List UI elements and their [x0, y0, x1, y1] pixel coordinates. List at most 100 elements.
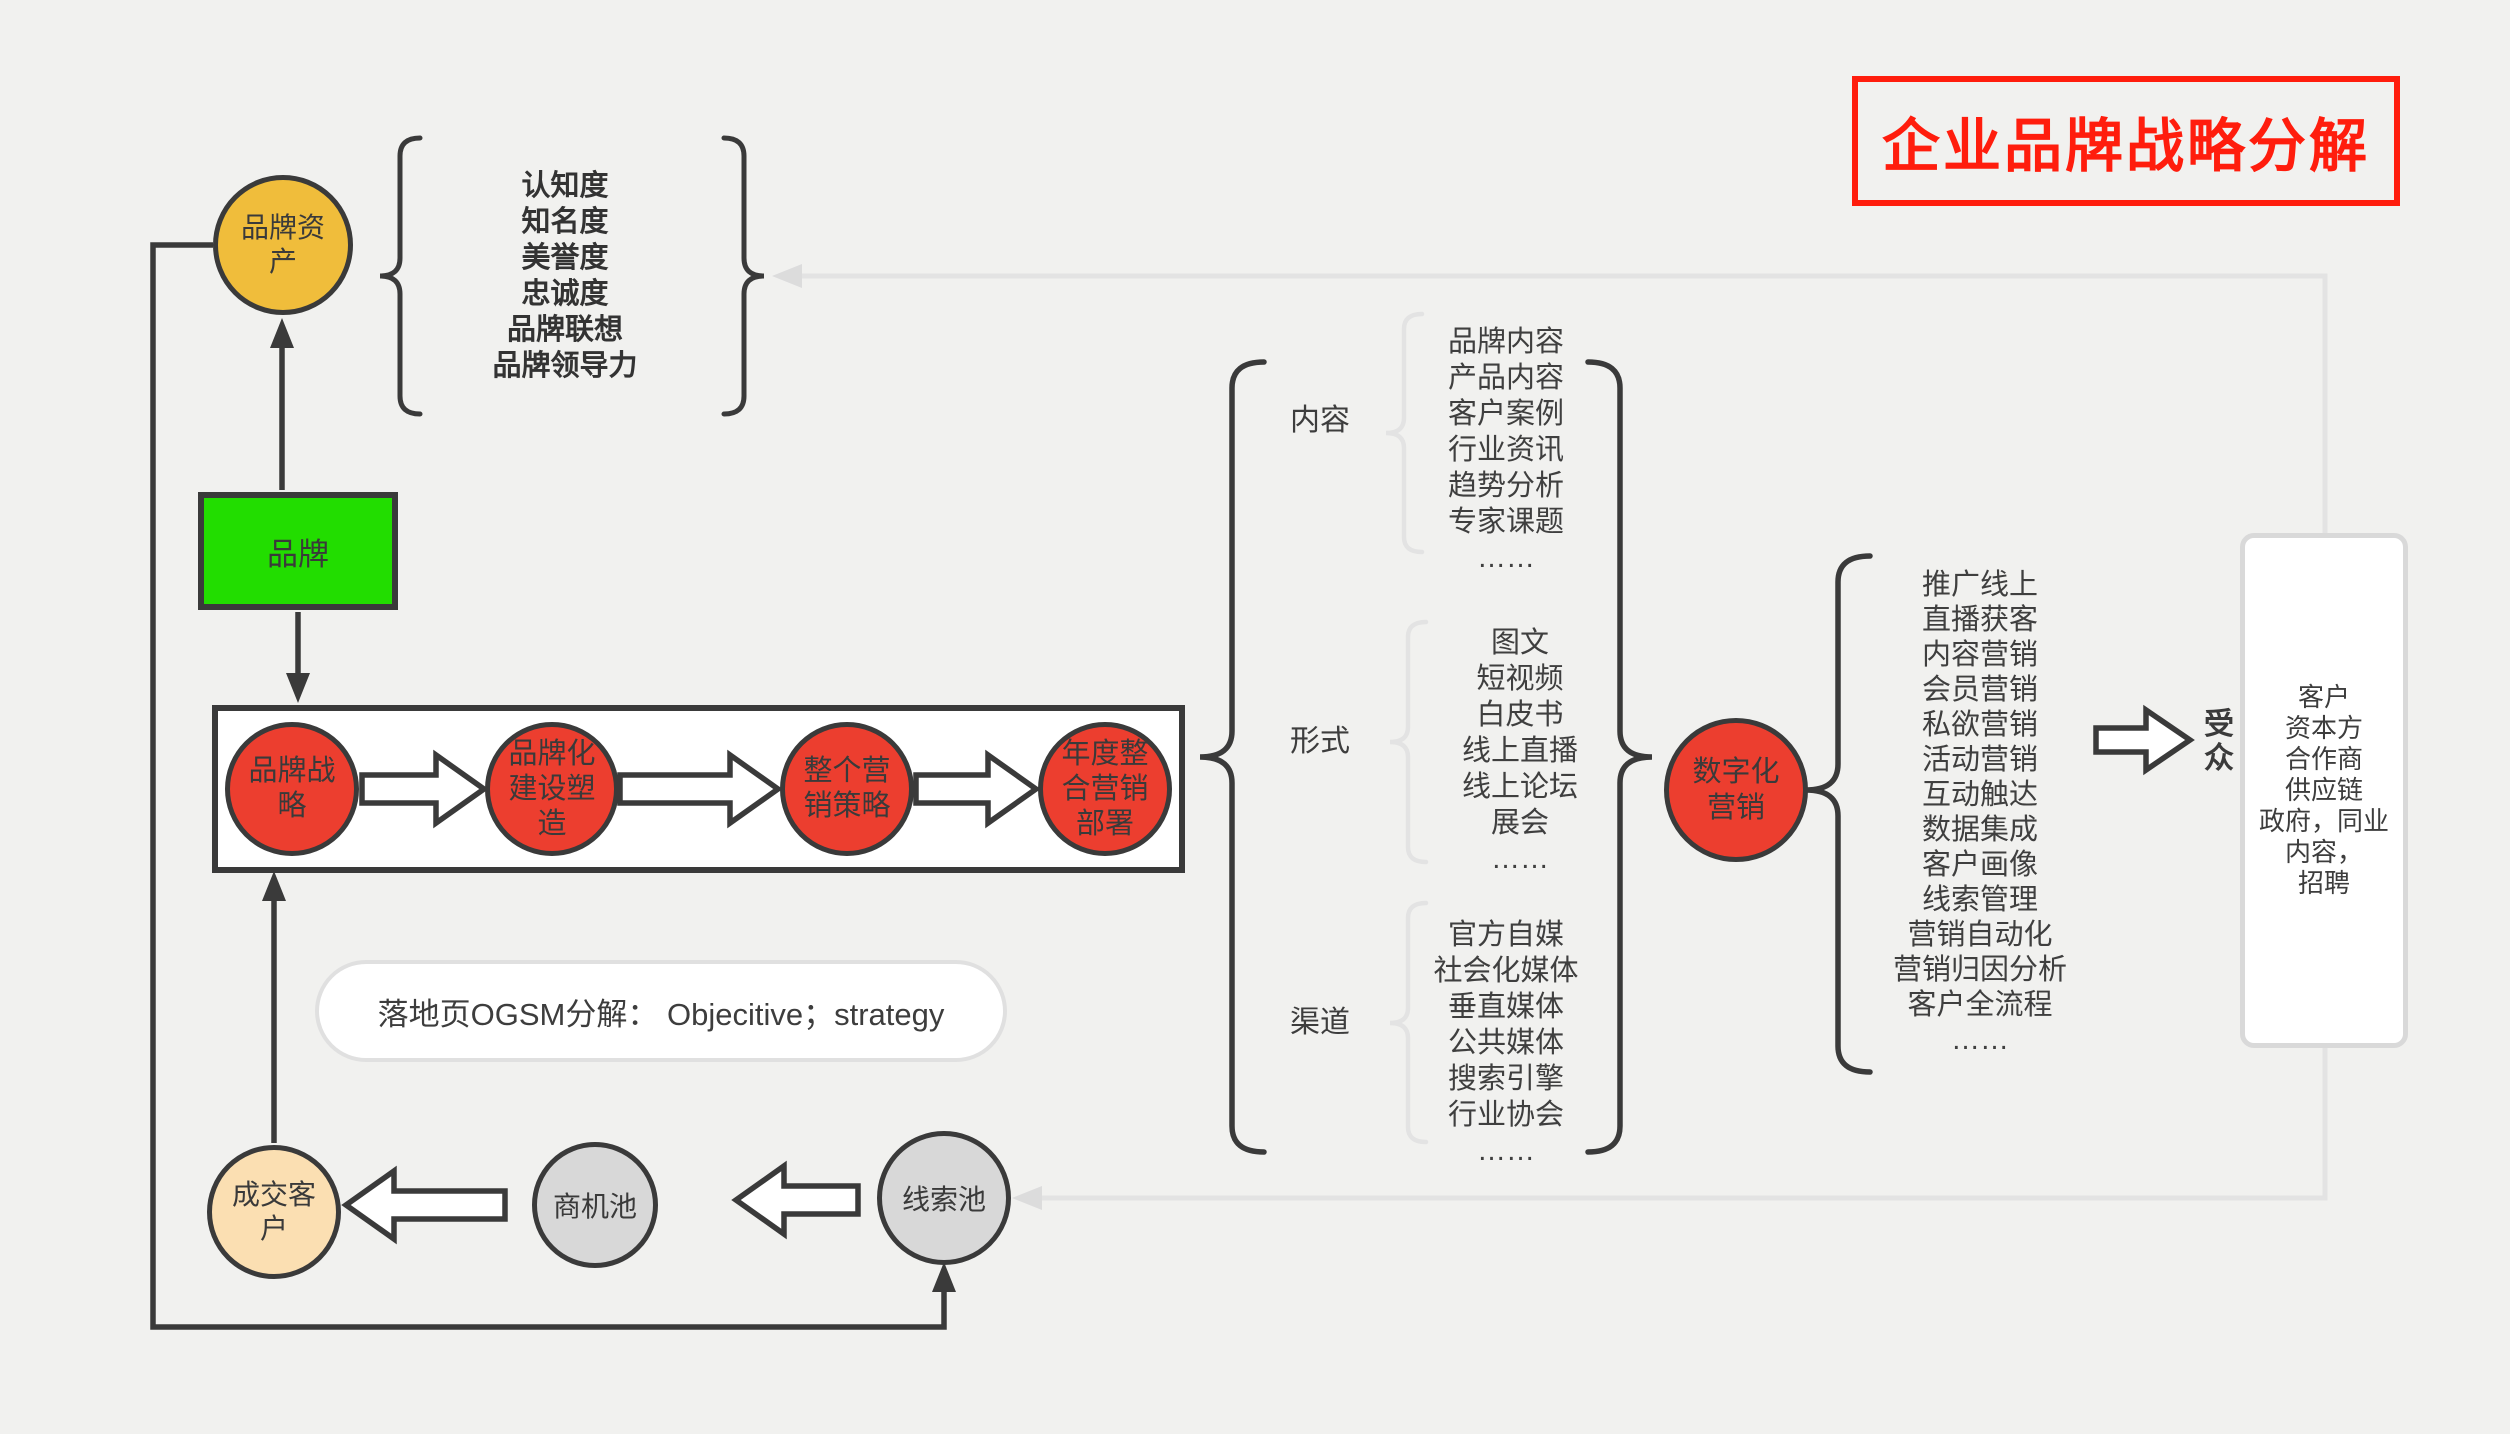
annual-marketing-node: 年度整合营销部署 — [1038, 722, 1172, 856]
opportunity-pool-label: 商机池 — [552, 1191, 637, 1222]
metrics-close-brace — [721, 135, 765, 417]
channel-item: 垂直媒体 — [1447, 991, 1564, 1023]
channel-item: 公共媒体 — [1447, 1027, 1564, 1059]
ogsm-note: 落地页OGSM分解： Objecitive；strategy — [315, 960, 1007, 1062]
tactic-item: 互动触达 — [1921, 779, 2038, 811]
brand-strategy-node: 品牌战略 — [225, 722, 359, 856]
audience-line: 供应链 — [2284, 775, 2363, 805]
tactic-item: 营销归因分析 — [1892, 954, 2067, 986]
channel-item: 搜索引擎 — [1447, 1063, 1564, 1095]
audience-line: 合作商 — [2284, 744, 2363, 774]
metric-line: 认知度 — [521, 170, 609, 202]
format-item: 图文 — [1490, 627, 1549, 659]
ogsm-note-text: 落地页OGSM分解： Objecitive；strategy — [377, 996, 945, 1032]
metric-line: 知名度 — [521, 206, 609, 238]
deal-customer-label: 成交客户 — [231, 1179, 316, 1244]
digital-marketing-label: 数字化营销 — [1692, 756, 1780, 824]
tactic-item: 客户全流程 — [1907, 989, 2053, 1021]
format-item: 白皮书 — [1476, 699, 1564, 731]
flow-arrow-1 — [359, 749, 489, 829]
flow-arrow-2 — [617, 749, 783, 829]
tactic-item: 活动营销 — [1921, 744, 2038, 776]
format-item: 短视频 — [1476, 663, 1564, 695]
digital-marketing-node: 数字化营销 — [1664, 718, 1808, 862]
metric-line: 品牌领导力 — [492, 350, 638, 382]
content-item: 品牌内容 — [1447, 326, 1564, 358]
audience-label: 受众 — [2204, 708, 2234, 775]
marketing-strategy-node: 整个营销策略 — [780, 722, 914, 856]
format-item: 线上直播 — [1461, 735, 1578, 767]
content-item: 趋势分析 — [1447, 470, 1564, 502]
audience-arrow — [2093, 704, 2195, 776]
audience-line: 内容， — [2284, 837, 2363, 867]
tactics-brace — [1805, 553, 1873, 1075]
channel-items-list: 官方自媒社会化媒体垂直媒体公共媒体搜索引擎行业协会 …… — [1396, 917, 1616, 1169]
tactic-item: 私欲营销 — [1921, 709, 2038, 741]
audience-box: 客户资本方合作商供应链政府，同业内容，招聘 — [2240, 533, 2408, 1048]
marketing-strategy-label: 整个营销策略 — [803, 755, 891, 822]
metric-line: 忠诚度 — [521, 278, 609, 310]
tactic-item: 内容营销 — [1921, 639, 2038, 671]
leads-pool-node: 线索池 — [877, 1131, 1011, 1265]
arrowhead-into-metrics-brace — [772, 264, 802, 288]
categories-close-brace — [1585, 359, 1653, 1155]
brand-building-node: 品牌化建设塑造 — [485, 722, 619, 856]
brand-node: 品牌 — [198, 492, 398, 610]
format-item: 线上论坛 — [1461, 771, 1578, 803]
audience-line: 资本方 — [2284, 713, 2363, 743]
flow-arrow-3 — [913, 749, 1041, 829]
brand-equity-metrics-list: 认知度知名度美誉度忠诚度品牌联想品牌领导力 — [420, 168, 710, 384]
tactic-item: …… — [1951, 1024, 2009, 1056]
tactic-item: 营销自动化 — [1907, 919, 2053, 951]
audience-line: 招聘 — [2297, 868, 2350, 898]
annual-marketing-label: 年度整合营销部署 — [1061, 737, 1149, 840]
channel-item: 社会化媒体 — [1433, 955, 1579, 987]
audience-line: 政府，同业 — [2258, 806, 2389, 836]
leads-pool-label: 线索池 — [901, 1184, 986, 1215]
funnel-arrow-opp-to-deal — [341, 1165, 508, 1245]
digital-tactics-list: 推广线上直播获客内容营销会员营销私欲营销活动营销互动触达数据集成客户画像线索管理… — [1865, 568, 2095, 1058]
metrics-open-brace — [379, 135, 423, 417]
content-item: 专家课题 — [1447, 506, 1564, 538]
brand-label: 品牌 — [267, 536, 329, 572]
content-item: 客户案例 — [1447, 398, 1564, 430]
arrowhead-into-strategy-rect — [286, 673, 310, 703]
brand-strategy-label: 品牌战略 — [248, 755, 336, 822]
category-label-channel: 渠道 — [1290, 1006, 1350, 1039]
audience-line: 客户 — [2297, 682, 2350, 712]
category-label-format: 形式 — [1290, 725, 1350, 758]
tactic-item: 推广线上 — [1921, 569, 2038, 601]
channel-brace — [1389, 900, 1429, 1145]
content-item: 行业资讯 — [1447, 434, 1564, 466]
connector-line-0 — [150, 242, 947, 1330]
tactic-item: 数据集成 — [1921, 814, 2038, 846]
content-brace — [1385, 311, 1425, 555]
page-title: 企业品牌战略分解 — [1881, 114, 2370, 179]
format-items-list: 图文短视频白皮书线上直播线上论坛展会 …… — [1410, 625, 1630, 877]
brand-building-label: 品牌化建设塑造 — [508, 737, 596, 840]
deal-customer-node: 成交客户 — [207, 1145, 341, 1279]
metric-line: 美誉度 — [521, 242, 609, 274]
content-item: …… — [1477, 542, 1535, 574]
arrowhead-into-leads-right — [1012, 1186, 1042, 1210]
brand-equity-label: 品牌资产 — [240, 212, 325, 277]
brand-equity-node: 品牌资产 — [213, 175, 353, 315]
tactic-item: 线索管理 — [1921, 884, 2038, 916]
arrowhead-into-leads-pool — [932, 1262, 956, 1292]
format-item: …… — [1491, 843, 1549, 875]
opportunity-pool-node: 商机池 — [532, 1142, 658, 1268]
tactic-item: 会员营销 — [1921, 674, 2038, 706]
title-box: 企业品牌战略分解 — [1852, 76, 2400, 206]
content-item: 产品内容 — [1447, 362, 1564, 394]
format-item: 展会 — [1490, 807, 1549, 839]
content-items-list: 品牌内容产品内容客户案例行业资讯趋势分析专家课题 …… — [1396, 324, 1616, 576]
categories-open-brace — [1199, 359, 1267, 1155]
arrowhead-into-strategy-rect-bottom — [262, 871, 286, 901]
format-brace — [1389, 619, 1429, 865]
tactic-item: 客户画像 — [1921, 849, 2038, 881]
channel-item: 官方自媒 — [1447, 919, 1564, 951]
channel-item: 行业协会 — [1447, 1099, 1564, 1131]
channel-item: …… — [1477, 1135, 1535, 1167]
